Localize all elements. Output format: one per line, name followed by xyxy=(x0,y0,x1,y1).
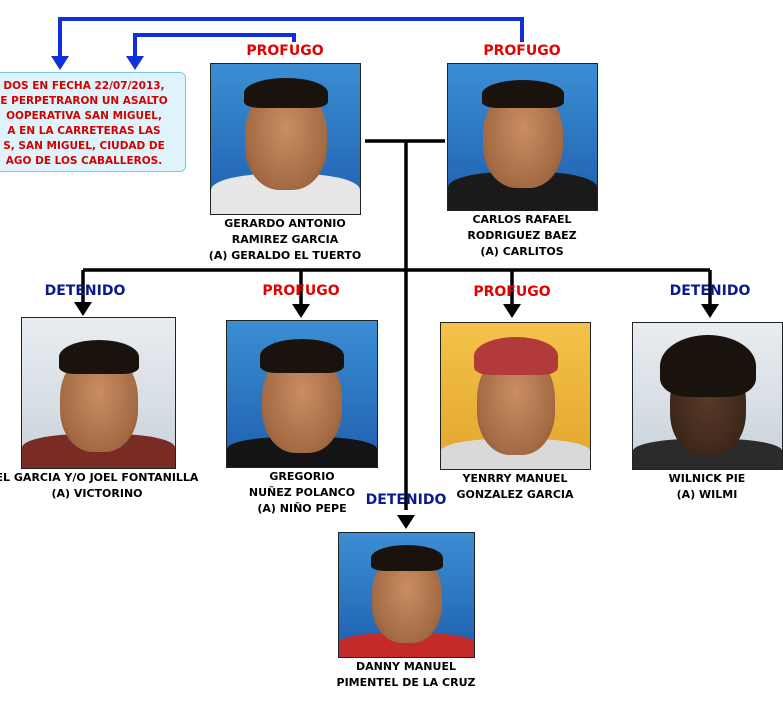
name-line: NUÑEZ POLANCO xyxy=(248,486,356,499)
name-gerardo: GERARDO ANTONIO RAMIREZ GARCIA (A) GERAL… xyxy=(195,216,375,264)
name-line: (A) VICTORINO xyxy=(51,487,143,500)
info-line: S, SAN MIGUEL, CIUDAD DE xyxy=(3,140,165,152)
black-connectors xyxy=(81,139,712,510)
photo-joel xyxy=(21,317,176,469)
info-line: E PERPETRARON UN ASALTO xyxy=(0,95,168,107)
hair xyxy=(58,340,139,374)
blue-arrowhead-1 xyxy=(51,56,69,70)
blue-arrowhead-2 xyxy=(126,56,144,70)
status-label-gerardo: PROFUGO xyxy=(246,43,324,59)
incident-info-box: DOS EN FECHA 22/07/2013, E PERPETRARON U… xyxy=(0,72,186,172)
name-joel: EL GARCIA Y/O JOEL FONTANILLA (A) VICTOR… xyxy=(0,470,212,502)
status-label-danny: DETENIDO xyxy=(365,492,447,508)
name-line: RODRIGUEZ BAEZ xyxy=(467,229,577,242)
name-line: EL GARCIA Y/O JOEL FONTANILLA xyxy=(0,471,199,484)
hair xyxy=(243,78,328,108)
name-yenrry: YENRRY MANUEL GONZALEZ GARCIA xyxy=(425,471,605,503)
arrowhead-wilnick xyxy=(701,304,719,318)
name-line: (A) NIÑO PEPE xyxy=(257,502,347,515)
hair xyxy=(481,80,564,108)
hair xyxy=(473,337,558,375)
arrowhead-gregorio xyxy=(292,304,310,318)
arrowhead-yenrry xyxy=(503,304,521,318)
name-line: CARLOS RAFAEL xyxy=(472,213,572,226)
name-line: RAMIREZ GARCIA xyxy=(231,233,339,246)
arrowhead-danny xyxy=(397,515,415,529)
name-line: (A) CARLITOS xyxy=(480,245,564,258)
photo-gregorio xyxy=(226,320,378,468)
status-label-yenrry: PROFUGO xyxy=(473,284,551,300)
blue-connector-inner xyxy=(133,33,296,58)
info-line: DOS EN FECHA 22/07/2013, xyxy=(3,80,165,92)
photo-gerardo xyxy=(210,63,361,215)
info-line: AGO DE LOS CABALLEROS. xyxy=(5,155,163,167)
name-line: GONZALEZ GARCIA xyxy=(456,488,574,501)
blue-connector-outer xyxy=(58,17,524,58)
name-gregorio: GREGORIO NUÑEZ POLANCO (A) NIÑO PEPE xyxy=(212,469,392,517)
name-wilnick: WILNICK PIE (A) WILMI xyxy=(617,471,783,503)
name-line: PIMENTEL DE LA CRUZ xyxy=(336,676,476,689)
name-danny: DANNY MANUEL PIMENTEL DE LA CRUZ xyxy=(316,659,496,691)
name-line: WILNICK PIE xyxy=(668,472,746,485)
info-line: OOPERATIVA SAN MIGUEL, xyxy=(6,110,162,122)
status-label-carlos: PROFUGO xyxy=(483,43,561,59)
status-label-gregorio: PROFUGO xyxy=(262,283,340,299)
name-line: (A) WILMI xyxy=(676,488,738,501)
status-label-wilnick: DETENIDO xyxy=(669,283,751,299)
status-label-joel: DETENIDO xyxy=(44,283,126,299)
photo-danny xyxy=(338,532,475,658)
hair xyxy=(370,545,443,571)
photo-wilnick xyxy=(632,322,783,470)
name-line: GREGORIO xyxy=(269,470,335,483)
name-line: GERARDO ANTONIO xyxy=(224,217,346,230)
photo-carlos xyxy=(447,63,598,211)
hair xyxy=(659,335,756,397)
name-carlos: CARLOS RAFAEL RODRIGUEZ BAEZ (A) CARLITO… xyxy=(432,212,612,260)
hair xyxy=(260,339,344,373)
blue-connectors xyxy=(58,17,524,58)
arrowhead-joel xyxy=(74,302,92,316)
photo-yenrry xyxy=(440,322,591,470)
name-line: (A) GERALDO EL TUERTO xyxy=(208,249,362,262)
name-line: YENRRY MANUEL xyxy=(462,472,568,485)
name-line: DANNY MANUEL xyxy=(356,660,456,673)
info-line: A EN LA CARRETERAS LAS xyxy=(7,125,161,137)
